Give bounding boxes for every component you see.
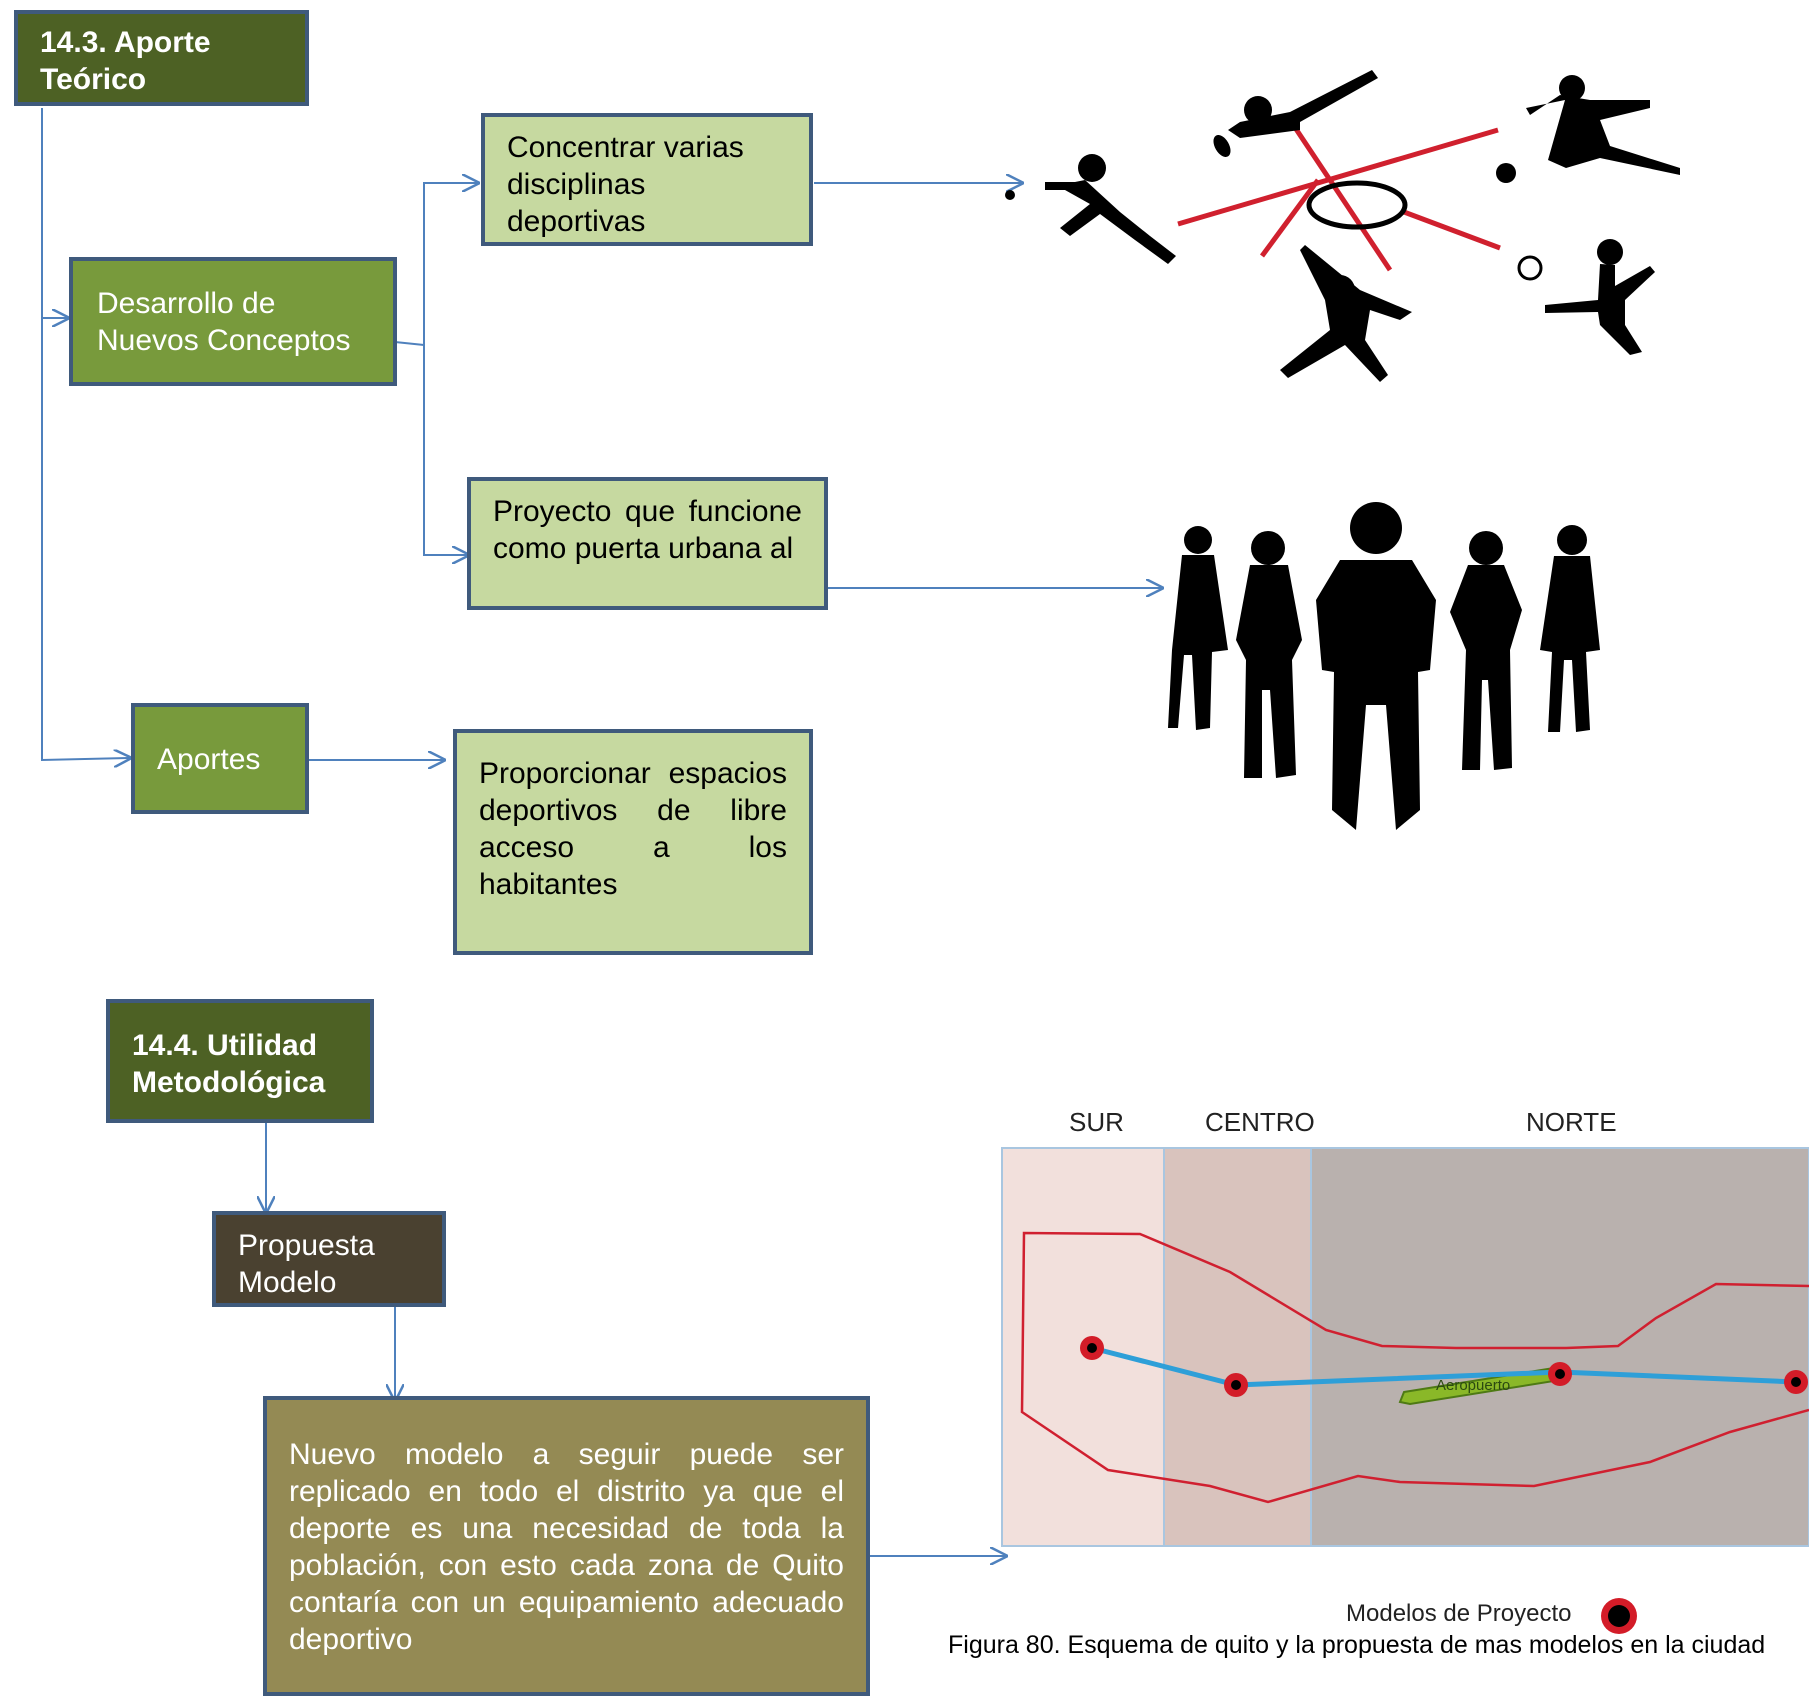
zone-label-norte: NORTE (1526, 1107, 1617, 1137)
box-proporcionar-text: Proporcionar espacios deportivos de libr… (479, 757, 787, 901)
box-proporcionar: Proporcionar espacios deportivos de libr… (453, 729, 813, 955)
city-boundary (1020, 1231, 1809, 1504)
box-nuevo-modelo-text: Nuevo modelo a seguir puede ser replicad… (289, 1438, 844, 1656)
title-aporte-teorico-text: 14.3. Aporte Teórico (40, 26, 211, 96)
box-propuesta-modelo: Propuesta Modelo (212, 1211, 446, 1307)
box-aportes: Aportes (131, 703, 309, 814)
arrow-title-to-aportes (41, 318, 130, 760)
box-concentrar-text: Concentrar varias disciplinas deportivas (507, 131, 744, 238)
box-propuesta-text: Propuesta Modelo (238, 1229, 375, 1299)
title-utilidad-text: 14.4. Utilidad Metodológica (132, 1029, 326, 1099)
legend-label: Modelos de Proyecto (1346, 1600, 1572, 1627)
arrow-desarrollo-split (394, 341, 425, 346)
title-aporte-teorico: 14.3. Aporte Teórico (14, 10, 309, 106)
zone-label-centro: CENTRO (1205, 1107, 1315, 1137)
box-desarrollo: Desarrollo de Nuevos Conceptos (69, 257, 397, 386)
box-nuevo-modelo: Nuevo modelo a seguir puede ser replicad… (263, 1396, 870, 1696)
box-proyecto: Proyecto que funcione como puerta urbana… (467, 477, 828, 610)
figure-caption: Figura 80. Esquema de quito y la propues… (948, 1631, 1766, 1659)
box-desarrollo-text: Desarrollo de Nuevos Conceptos (97, 287, 351, 357)
box-proyecto-text: Proyecto que funcione como puerta urbana… (493, 495, 802, 565)
box-aportes-text: Aportes (157, 743, 261, 776)
box-concentrar: Concentrar varias disciplinas deportivas (481, 113, 813, 246)
project-markers (1080, 1336, 1808, 1397)
arrow-to-proyecto (423, 345, 468, 555)
project-route (1091, 1345, 1797, 1388)
zone-label-sur: SUR (1069, 1107, 1124, 1137)
arrow-to-concentrar (423, 183, 478, 345)
title-utilidad-metodologica: 14.4. Utilidad Metodológica (106, 999, 374, 1123)
zone-centro (1163, 1147, 1312, 1547)
airport-label: Aeropuerto (1436, 1377, 1511, 1394)
